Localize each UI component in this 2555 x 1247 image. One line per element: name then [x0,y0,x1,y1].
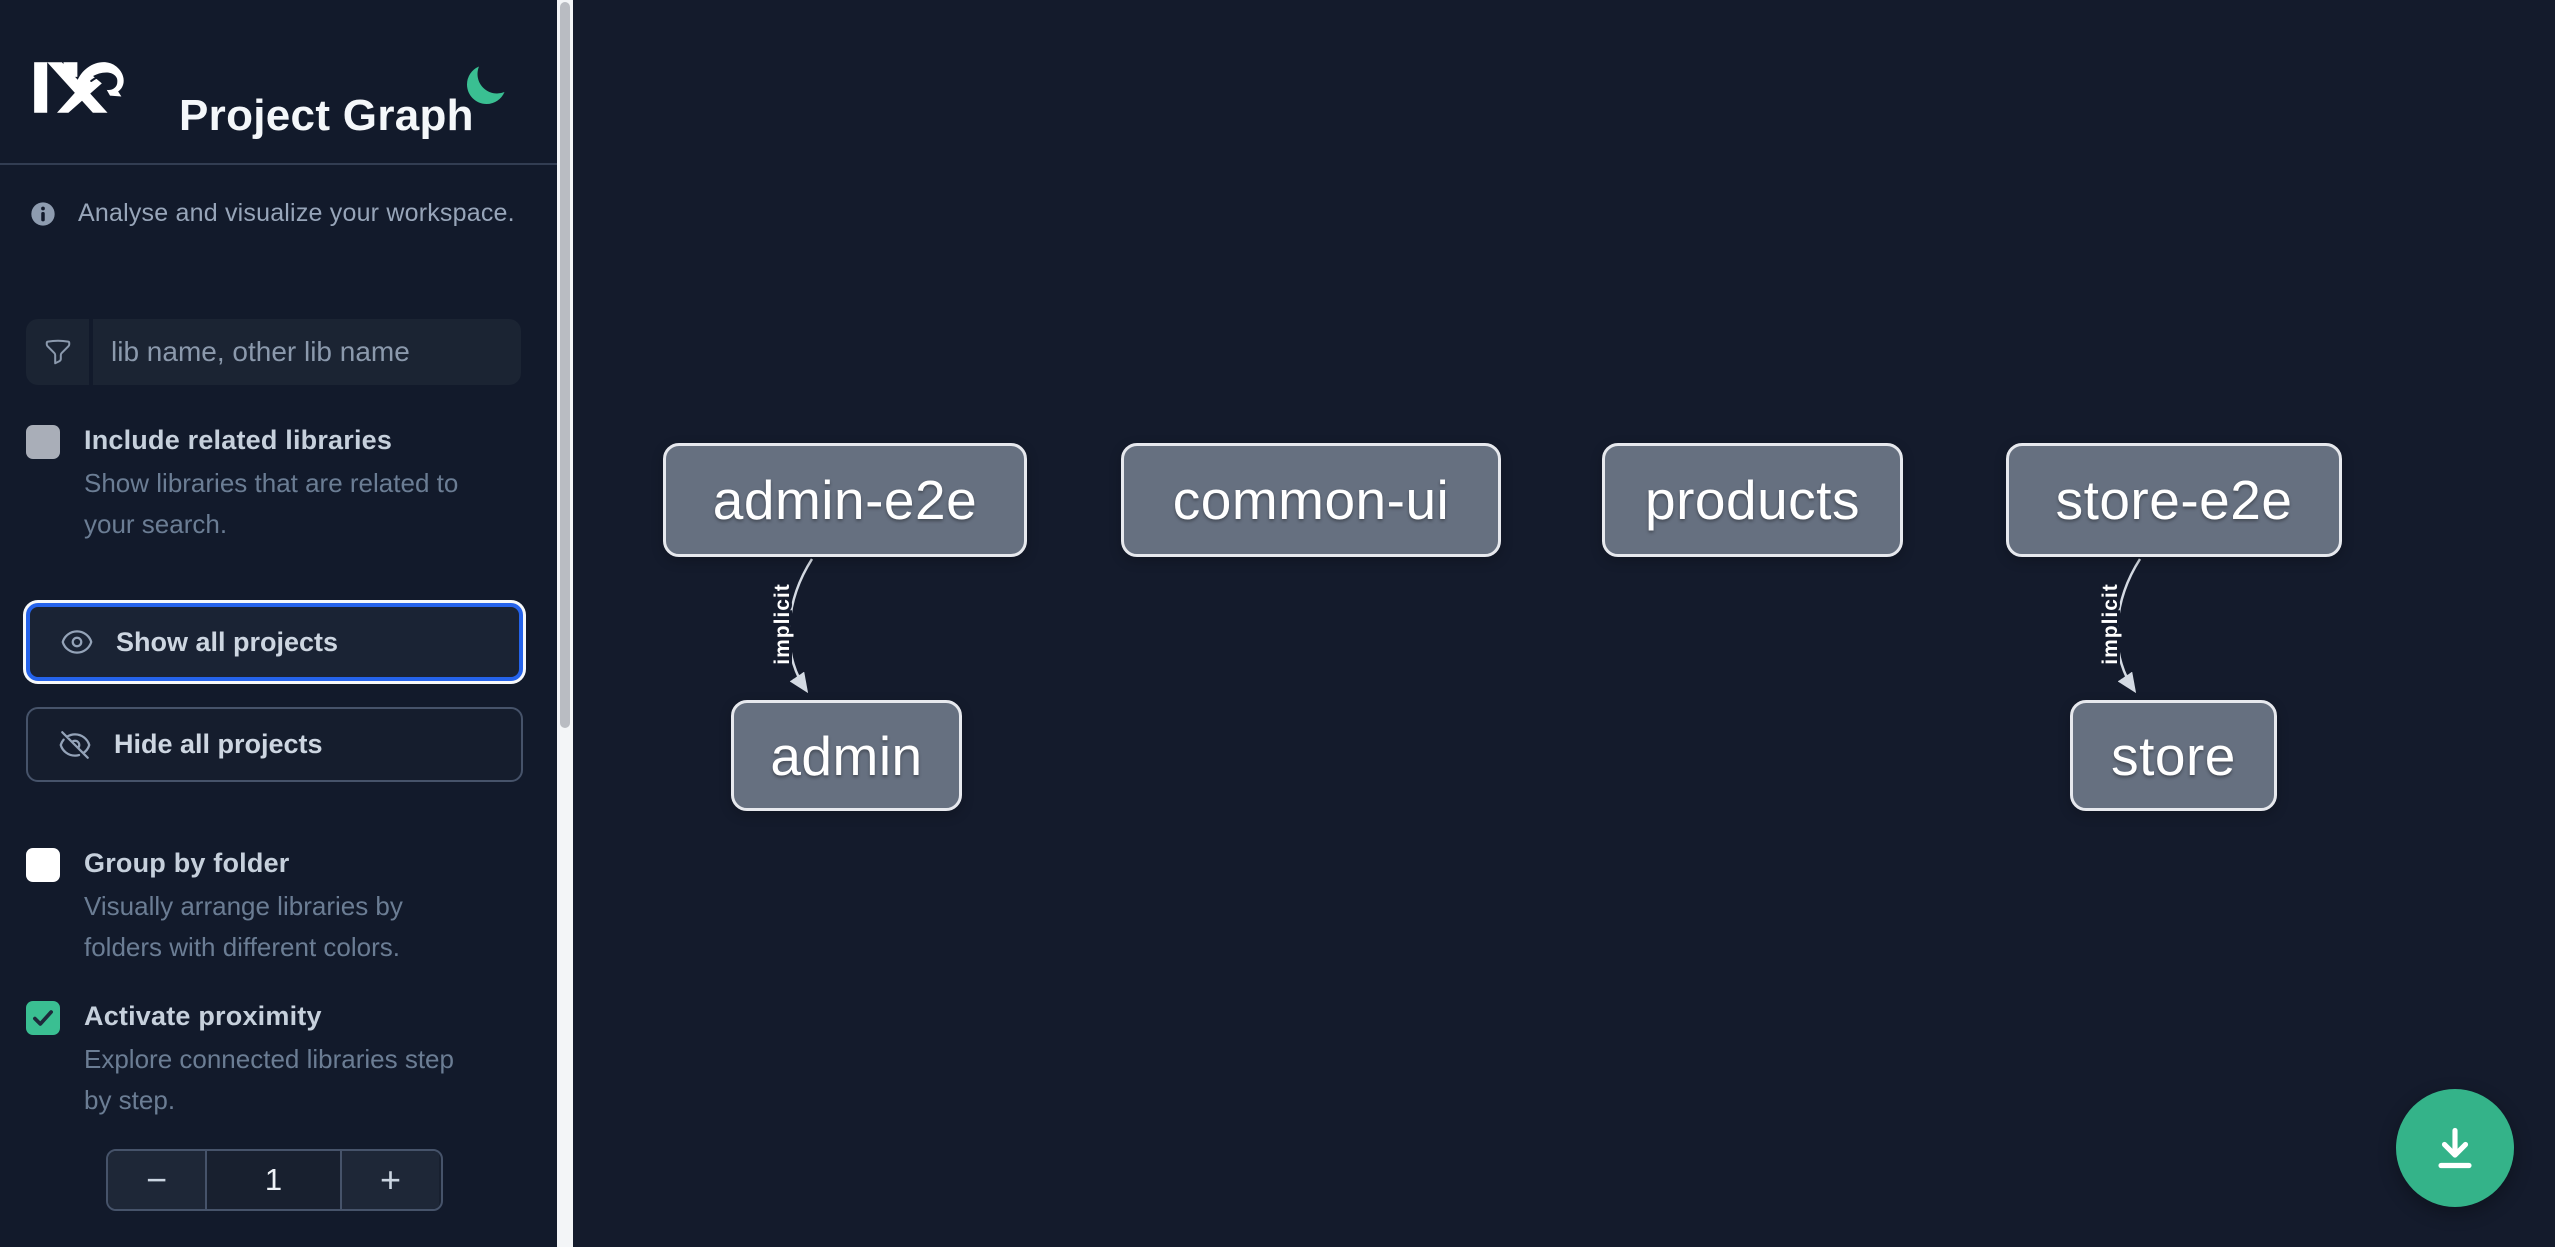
edge-admin-e2e-to-admin [787,558,814,694]
graph-node-products[interactable]: products [1602,443,1903,557]
group-by-folder-row: Group by folder Visually arrange librari… [26,845,531,968]
edge-store-e2e-to-store [2115,558,2142,694]
sidebar-scrollbar-track[interactable] [557,0,573,1247]
decrement-button[interactable]: − [108,1151,205,1209]
graph-node-admin[interactable]: admin [731,700,962,811]
include-related-checkbox[interactable] [26,425,60,459]
download-icon [2438,1127,2472,1169]
activate-proximity-label: Activate proximity [84,1001,322,1031]
check-icon [33,1010,53,1026]
graph-canvas[interactable]: implicit implicit admin-e2e common-ui produ… [573,0,2555,1247]
theme-toggle-button[interactable] [458,60,512,114]
group-by-folder-checkbox[interactable] [26,848,60,882]
header-divider [0,163,557,165]
eye-icon [61,630,93,654]
hide-all-projects-label: Hide all projects [114,729,323,759]
edge-label-admin-e2e-to-admin: implicit [771,583,794,665]
proximity-depth-value: 1 [205,1151,342,1209]
sidebar-scrollbar-thumb[interactable] [560,2,570,728]
funnel-icon [26,319,93,385]
page-title: Project Graph [179,91,474,141]
nx-logo [34,62,124,113]
workspace-info: Analyse and visualize your workspace. [29,199,539,228]
group-by-folder-description: Visually arrange libraries by folders wi… [84,891,403,962]
moon-icon [467,65,505,104]
sidebar: Project Graph Analyse and visualize your… [0,0,557,1247]
eye-slash-icon [59,730,91,759]
graph-node-admin-e2e[interactable]: admin-e2e [663,443,1027,557]
group-by-folder-label: Group by folder [84,848,290,878]
activate-proximity-checkbox[interactable] [26,1001,60,1035]
activate-proximity-row: Activate proximity Explore connected lib… [26,998,531,1121]
info-text: Analyse and visualize your workspace. [78,199,515,227]
graph-edges: implicit implicit [768,558,2142,694]
edge-label-store-e2e-to-store: implicit [2099,583,2122,665]
download-graph-button[interactable] [2396,1089,2514,1207]
proximity-depth-stepper: − 1 + [106,1149,443,1211]
include-related-label: Include related libraries [84,425,393,455]
graph-node-store-e2e[interactable]: store-e2e [2006,443,2342,557]
info-icon [31,201,55,226]
include-related-row: Include related libraries Show libraries… [26,422,531,545]
increment-button[interactable]: + [342,1151,439,1209]
graph-node-common-ui[interactable]: common-ui [1121,443,1501,557]
filter-input[interactable] [93,319,521,385]
activate-proximity-description: Explore connected libraries step by step… [84,1044,454,1115]
show-all-projects-button[interactable]: Show all projects [26,603,523,681]
show-all-projects-label: Show all projects [116,626,339,657]
filter-input-group [26,319,521,385]
graph-node-store[interactable]: store [2070,700,2277,811]
hide-all-projects-button[interactable]: Hide all projects [26,707,523,782]
include-related-description: Show libraries that are related to your … [84,468,459,539]
